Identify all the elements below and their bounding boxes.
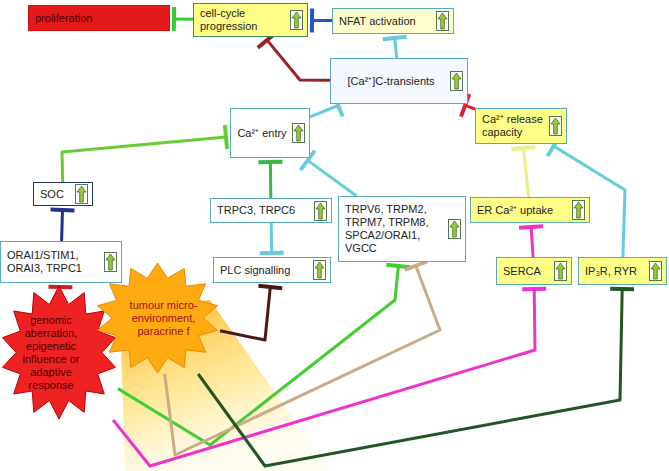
inhibition-bar — [522, 287, 546, 291]
node-text: Ca²⁺ entry — [237, 127, 287, 140]
up-arrow-icon — [313, 260, 326, 280]
up-arrow-icon — [448, 219, 461, 239]
inhibition-connector — [49, 285, 73, 287]
node-text: genomic aberration, epigenetic influence… — [14, 314, 88, 392]
channel-box: TRPV6, TRPM2, TRPM7, TRPM8, SPCA2/ORAI1,… — [338, 196, 466, 262]
inhibition-connector — [220, 286, 282, 340]
channel-box: SERCA — [496, 257, 572, 285]
star-burst: tumour micro-environment, paracrine f — [95, 262, 220, 374]
channel-box: ORAI1/STIM1, ORAI3, TRPC1 — [0, 241, 122, 283]
up-arrow-icon — [554, 261, 567, 281]
inhibition-bar — [258, 286, 282, 288]
up-arrow-icon — [314, 201, 327, 221]
up-arrow-icon — [549, 116, 562, 136]
inhibition-bar — [519, 226, 543, 228]
inhibition-connector — [165, 262, 440, 456]
node-text: NFAT activation — [339, 15, 431, 28]
inhibition-connector — [519, 226, 543, 257]
inhibition-connector — [113, 289, 546, 466]
inhibition-connector — [260, 223, 284, 253]
up-arrow-icon — [572, 200, 585, 220]
process-box: Ca²⁺ entry — [230, 108, 310, 158]
inhibition-bar — [260, 251, 284, 255]
inhibition-bar — [386, 265, 410, 267]
inhibition-bar — [225, 125, 227, 149]
up-arrow-icon — [436, 11, 449, 31]
up-arrow-icon — [292, 123, 305, 143]
up-arrow-icon — [450, 71, 463, 91]
process-box: PLC signalling — [213, 257, 331, 283]
inhibition-bar — [405, 262, 428, 271]
node-text: TRPV6, TRPM2, TRPM7, TRPM8, SPCA2/ORAI1,… — [345, 203, 443, 255]
node-text: ER Ca²⁺ uptake — [477, 204, 567, 217]
up-arrow-icon — [649, 261, 662, 281]
inhibition-bar — [310, 8, 314, 32]
process-box: SOC — [33, 182, 93, 206]
node-text: PLC signalling — [220, 264, 308, 277]
node-text: [Ca²⁺]C-transients — [337, 75, 445, 88]
node-text: proliferation — [35, 12, 163, 25]
star-outline — [98, 263, 218, 373]
node-text: TRPC3, TRPC6 — [217, 204, 309, 217]
inhibition-connector — [312, 8, 332, 32]
process-box: cell-cycle progression — [193, 3, 308, 37]
node-text: IP₃R, RYR — [585, 265, 644, 278]
node-text: cell-cycle progression — [200, 7, 285, 33]
inhibition-connector — [258, 162, 282, 198]
inhibition-connector — [258, 32, 330, 80]
inhibition-connector — [383, 37, 407, 58]
inhibition-connector — [51, 210, 75, 241]
process-box: Ca²⁺ release capacity — [475, 108, 567, 144]
node-text: ORAI1/STIM1, ORAI3, TRPC1 — [7, 249, 99, 275]
process-box: [Ca²⁺]C-transients — [330, 58, 468, 104]
inhibition-bar — [51, 208, 75, 213]
inhibition-connector — [62, 125, 227, 182]
up-arrow-icon — [104, 252, 117, 272]
inhibition-connector — [511, 147, 535, 197]
process-box: NFAT activation — [332, 8, 454, 34]
inhibition-bar — [610, 287, 634, 291]
process-box: ER Ca²⁺ uptake — [470, 197, 590, 223]
inhibition-connector — [198, 289, 634, 466]
node-text: tumour micro-environment, paracrine f — [121, 299, 206, 338]
inhibition-bar — [383, 37, 407, 39]
node-text: SOC — [40, 188, 70, 201]
channel-box: TRPC3, TRPC6 — [210, 198, 332, 223]
inhibition-bar — [172, 7, 176, 31]
inhibition-bar — [258, 160, 282, 164]
up-arrow-icon — [290, 10, 303, 30]
outcome-box: proliferation — [28, 5, 170, 31]
channel-box: IP₃R, RYR — [578, 257, 667, 285]
inhibition-bar — [511, 147, 535, 150]
up-arrow-icon — [75, 184, 88, 204]
node-text: Ca²⁺ release capacity — [482, 113, 544, 139]
inhibition-connector — [174, 7, 193, 31]
node-text: SERCA — [503, 265, 549, 278]
